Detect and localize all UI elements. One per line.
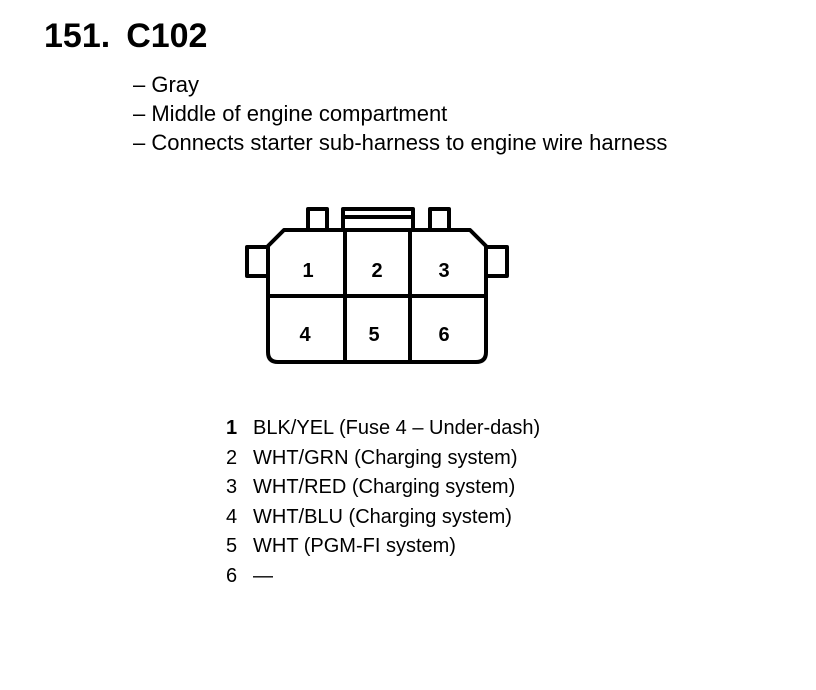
pin-wire: — (253, 564, 273, 587)
pinout-row: 1 BLK/YEL (Fuse 4 – Under-dash) (226, 414, 540, 444)
pin-wire: WHT/BLU (Charging system) (253, 505, 512, 528)
connector-details: Gray Middle of engine compartment Connec… (133, 70, 667, 157)
pin-number: 6 (226, 564, 238, 587)
pinout-row: 6— (226, 562, 540, 592)
cavity-5-label: 5 (368, 324, 379, 346)
left-latch-ear (245, 245, 268, 278)
pinout-row: 2 WHT/GRN (Charging system) (226, 444, 540, 474)
pinout-row: 5 WHT (PGM-FI system) (226, 532, 540, 562)
pin-wire: WHT (PGM-FI system) (253, 535, 456, 558)
locking-bar (341, 207, 415, 232)
pin-wire: WHT/RED (Charging system) (253, 476, 516, 499)
detail-location: Middle of engine compartment (133, 99, 667, 128)
pin-number: 1 (226, 417, 238, 439)
pinout-list: 1 BLK/YEL (Fuse 4 – Under-dash) 2 WHT/GRN … (226, 414, 540, 592)
connector-id: C102 (126, 17, 208, 55)
cavity-2-label: 2 (371, 260, 382, 282)
connector-housing (266, 228, 488, 364)
pin-number: 2 (226, 446, 238, 469)
pin-wire: WHT/GRN (Charging system) (253, 446, 518, 469)
top-right-tab (428, 207, 451, 230)
top-left-tab (306, 207, 329, 230)
pin-number: 4 (226, 505, 238, 528)
pinout-row: 4 WHT/BLU (Charging system) (226, 503, 540, 533)
cavity-3-label: 3 (438, 260, 449, 282)
connector-title: 151. C102 (44, 16, 207, 56)
pin-wire: BLK/YEL (Fuse 4 – Under-dash) (253, 417, 541, 439)
pin-number: 5 (226, 535, 238, 558)
pin-number: 3 (226, 476, 238, 499)
right-latch-ear (486, 245, 509, 278)
cavity-4-label: 4 (299, 324, 311, 346)
detail-function: Connects starter sub-harness to engine w… (133, 128, 667, 157)
pinout-row: 3 WHT/RED (Charging system) (226, 473, 540, 503)
item-number: 151. (44, 17, 111, 55)
detail-color: Gray (133, 70, 667, 99)
cavity-6-label: 6 (438, 324, 449, 346)
cavity-1-label: 1 (302, 260, 313, 282)
